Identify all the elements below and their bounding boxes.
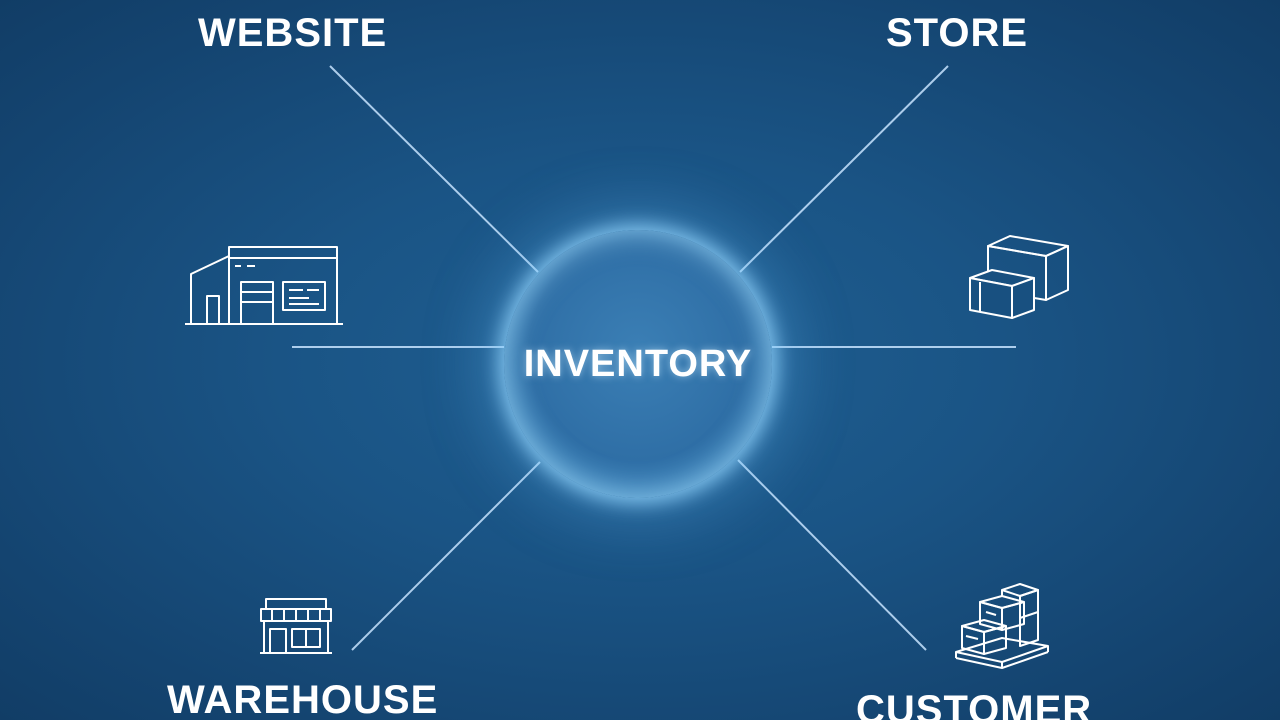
node-label-website: WEBSITE [198,11,388,55]
node-label-store: STORE [886,11,1029,55]
boxes-icon [969,235,1069,319]
warehouse-building-icon [185,246,343,325]
connector-website [329,65,539,273]
node-label-customer: CUSTOMER [856,688,1093,720]
node-label-warehouse: WAREHOUSE [167,678,439,720]
storefront-icon [260,598,332,654]
connector-store [739,65,949,273]
pallet-boxes-icon [955,583,1049,669]
hub-label: INVENTORY [523,342,753,385]
connector-customer [737,459,927,651]
connector-warehouse [351,461,541,651]
inventory-hub: INVENTORY [504,230,772,498]
